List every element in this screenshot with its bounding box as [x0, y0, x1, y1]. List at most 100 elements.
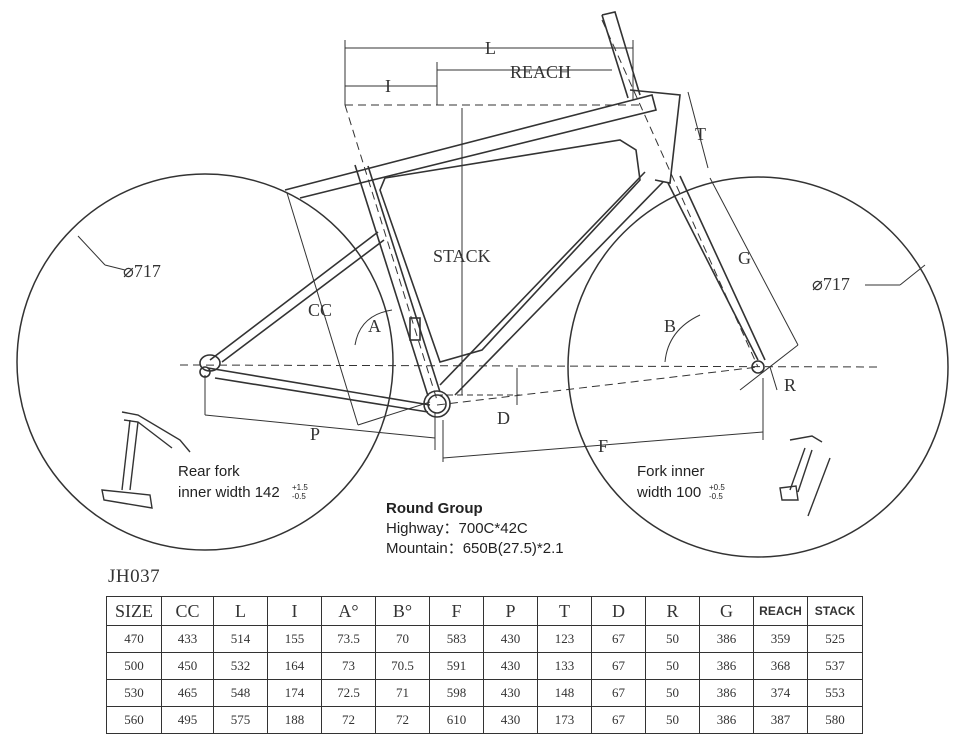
table-cell: 610 [429, 706, 484, 734]
table-cell: 67 [591, 625, 646, 653]
label-r: R [784, 375, 796, 395]
dimension-lines [77, 19, 926, 462]
table-cell: 72 [375, 706, 430, 734]
table-cell: 583 [429, 625, 484, 653]
table-cell: 430 [483, 706, 538, 734]
table-cell: 560 [106, 706, 162, 734]
table-cell: 430 [483, 652, 538, 680]
table-cell: 188 [267, 706, 322, 734]
table-cell: 553 [807, 679, 863, 707]
table-cell: 598 [429, 679, 484, 707]
col-header: CC [161, 596, 214, 626]
col-header: A° [321, 596, 376, 626]
table-cell: 537 [807, 652, 863, 680]
front-dropout-detail [779, 435, 831, 517]
label-a: A [368, 316, 381, 336]
label-l: L [485, 38, 496, 58]
table-cell: 50 [645, 625, 700, 653]
label-f: F [598, 436, 608, 456]
col-header: R [645, 596, 700, 626]
table-cell: 548 [213, 679, 268, 707]
table-cell: 465 [161, 679, 214, 707]
table-cell: 70.5 [375, 652, 430, 680]
label-g: G [738, 248, 751, 268]
label-d: D [497, 408, 510, 428]
model-number: JH037 [108, 566, 161, 587]
table-cell: 386 [699, 625, 754, 653]
col-header: REACH [753, 596, 808, 626]
geometry-table: SIZE CC L I A° B° F P T D R G REACH STAC… [106, 596, 863, 734]
col-header: F [429, 596, 484, 626]
table-cell: 73.5 [321, 625, 376, 653]
front-fork-line1: Fork inner [637, 463, 705, 480]
col-header: SIZE [106, 596, 162, 626]
frame [199, 11, 766, 418]
label-cc: CC [308, 300, 332, 320]
table-cell: 72.5 [321, 679, 376, 707]
table-cell: 470 [106, 625, 162, 653]
rear-fork-tol-plus: +1.5 [292, 483, 308, 492]
col-header: G [699, 596, 754, 626]
table-cell: 174 [267, 679, 322, 707]
table-cell: 525 [807, 625, 863, 653]
table-cell: 575 [213, 706, 268, 734]
table-cell: 450 [161, 652, 214, 680]
table-cell: 148 [537, 679, 592, 707]
rear-wheel [16, 173, 394, 551]
round-group-highway: Highway：700C*42C [386, 520, 528, 537]
col-header: I [267, 596, 322, 626]
table-cell: 580 [807, 706, 863, 734]
table-cell: 50 [645, 706, 700, 734]
label-reach: REACH [510, 62, 571, 82]
table-cell: 500 [106, 652, 162, 680]
label-stack: STACK [433, 246, 491, 266]
table-cell: 67 [591, 679, 646, 707]
rear-dropout-detail [101, 411, 191, 509]
table-cell: 50 [645, 679, 700, 707]
col-header: T [537, 596, 592, 626]
col-header: B° [375, 596, 430, 626]
wheel-size-right: ⌀717 [812, 274, 850, 294]
table-cell: 155 [267, 625, 322, 653]
table-cell: 386 [699, 706, 754, 734]
table-cell: 133 [537, 652, 592, 680]
front-fork-tol-minus: -0.5 [709, 492, 723, 501]
rear-fork-tol-minus: -0.5 [292, 492, 306, 501]
table-cell: 495 [161, 706, 214, 734]
table-cell: 532 [213, 652, 268, 680]
col-header: STACK [807, 596, 863, 626]
table-cell: 374 [753, 679, 808, 707]
table-cell: 67 [591, 652, 646, 680]
table-cell: 433 [161, 625, 214, 653]
table-cell: 70 [375, 625, 430, 653]
table-cell: 359 [753, 625, 808, 653]
front-wheel [567, 176, 949, 558]
table-cell: 530 [106, 679, 162, 707]
round-group-mountain: Mountain：650B(27.5)*2.1 [386, 540, 564, 557]
table-cell: 430 [483, 679, 538, 707]
table-cell: 386 [699, 679, 754, 707]
table-cell: 173 [537, 706, 592, 734]
rear-fork-line1: Rear fork [178, 463, 240, 480]
table-cell: 73 [321, 652, 376, 680]
table-cell: 71 [375, 679, 430, 707]
table-cell: 591 [429, 652, 484, 680]
round-group-title: Round Group [386, 500, 483, 517]
bb-to-front-axle [436, 366, 759, 406]
table-header-row: SIZE CC L I A° B° F P T D R G REACH STAC… [106, 596, 863, 626]
col-header: P [483, 596, 538, 626]
table-cell: 514 [213, 625, 268, 653]
table-cell: 72 [321, 706, 376, 734]
table-cell: 164 [267, 652, 322, 680]
label-b: B [664, 316, 676, 336]
label-p: P [310, 424, 320, 444]
table-cell: 123 [537, 625, 592, 653]
col-header: L [213, 596, 268, 626]
table-cell: 430 [483, 625, 538, 653]
front-fork-line2: width 100 [636, 484, 701, 501]
